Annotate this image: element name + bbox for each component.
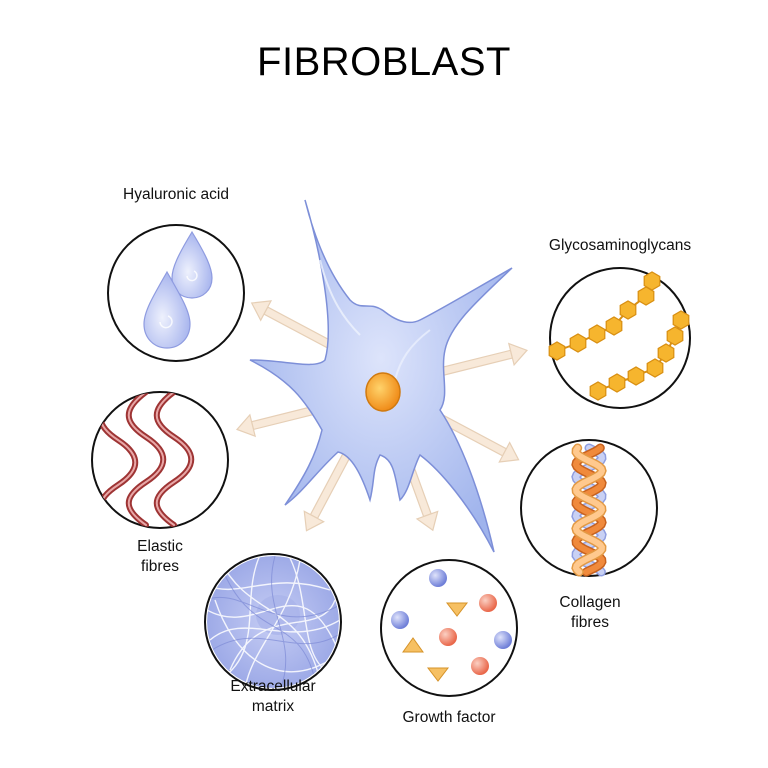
hexagon-unit <box>637 286 655 306</box>
growth-factor-icon <box>391 569 512 682</box>
hexagon-unit <box>548 341 566 361</box>
hexagon-unit <box>588 324 606 344</box>
droplet-icon <box>143 270 191 349</box>
hexagon-unit <box>646 358 664 378</box>
label-elastic-fibres: Elastic fibres <box>137 538 183 575</box>
label-hyaluronic-acid: Hyaluronic acid <box>123 186 229 203</box>
droplet-icon <box>171 230 213 299</box>
elastic-fibres-panel <box>91 391 229 529</box>
matrix-mesh-icon <box>207 556 339 688</box>
hexagon-unit <box>672 310 690 330</box>
label-glycosaminoglycans: Glycosaminoglycans <box>548 237 692 254</box>
helix-strand <box>572 445 606 575</box>
label-extracellular-matrix: Extracellular matrix <box>230 678 316 715</box>
hyaluronic-acid-panel <box>107 224 245 362</box>
hexagon-unit <box>569 333 587 353</box>
growth-factor-panel <box>380 559 518 697</box>
collagen-fibres-panel <box>520 439 658 577</box>
extracellular-matrix-panel <box>204 553 342 691</box>
hexagon-unit <box>608 373 626 393</box>
glycosaminoglycans-panel <box>548 267 691 409</box>
hexagon-unit <box>627 366 645 386</box>
label-growth-factor: Growth factor <box>402 709 496 726</box>
hexagon-unit <box>605 316 623 336</box>
label-collagen-fibres: Collagen fibres <box>559 594 621 631</box>
hexagon-unit <box>589 381 607 401</box>
hexagon-unit <box>657 343 675 363</box>
cell-icon <box>249 199 513 553</box>
hexagon-unit <box>666 326 684 346</box>
nucleus-icon <box>365 372 401 412</box>
hexagon-chain-icon <box>548 271 690 401</box>
hexagon-unit <box>619 300 637 320</box>
page-title: FIBROBLAST <box>257 40 511 84</box>
helix-strand <box>572 445 606 575</box>
helix-icon <box>571 443 607 577</box>
hexagon-unit <box>643 271 661 291</box>
